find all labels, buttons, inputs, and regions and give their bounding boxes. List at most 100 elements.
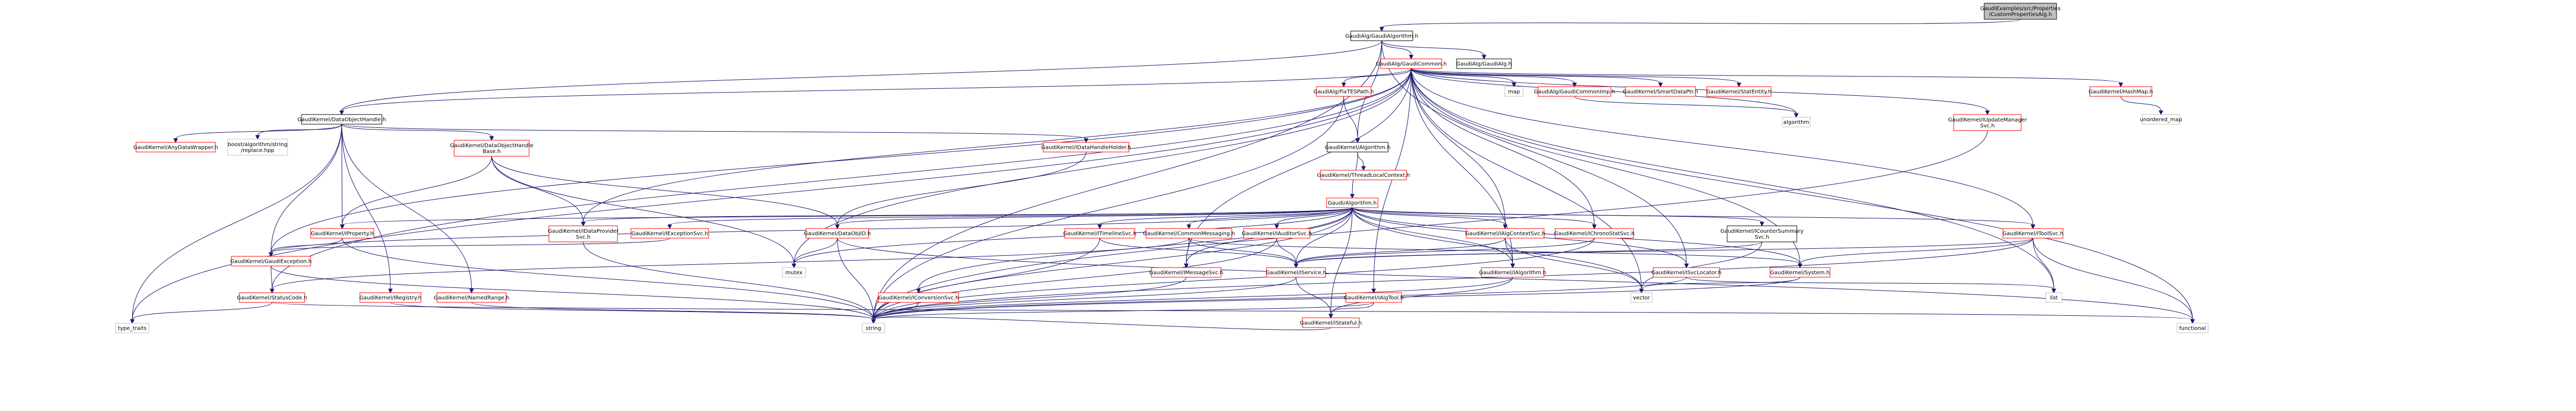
node-ialgcontextsvc[interactable]: GaudiKernel/IAlgContextSvc.h xyxy=(1465,228,1546,239)
node-box xyxy=(1481,267,1545,278)
edges-layer xyxy=(130,19,2195,330)
edge-line xyxy=(491,156,794,264)
node-label: map xyxy=(1508,89,1520,95)
node-label: GaudiKernel/CommonMessaging.h xyxy=(1143,231,1235,237)
node-iexceptionsvc[interactable]: GaudiKernel/IExceptionSvc.h xyxy=(630,228,709,239)
edge-gaudicommon-to-idataprovidersvc xyxy=(581,68,1412,227)
node-kernel_algorithm[interactable]: GaudiKernel/Algorithm.h xyxy=(1325,142,1391,153)
edge-line xyxy=(1505,238,1513,264)
edge-line xyxy=(873,238,1277,320)
edge-dataobjid-to-string xyxy=(837,238,876,324)
edge-line xyxy=(1295,238,1505,264)
edge-line xyxy=(342,238,874,320)
node-box xyxy=(1316,86,1372,97)
edge-commonmessaging-to-system xyxy=(1188,238,1803,269)
node-smartdataptr[interactable]: GaudiKernel/SmartDataPtr.h xyxy=(1623,86,1698,97)
node-gaudialg[interactable]: GaudiAlg/GaudiAlg.h xyxy=(1456,58,1512,69)
node-isvclocator[interactable]: GaudiKernel/ISvcLocator.h xyxy=(1652,267,1722,278)
node-gaudicommon[interactable]: GaudiAlg/GaudiCommon.h xyxy=(1376,58,1447,69)
node-box xyxy=(1769,267,1831,278)
node-gaudialgorithm[interactable]: GaudiAlg/GaudiAlgorithm.h xyxy=(1345,31,1419,41)
node-map: map xyxy=(1504,86,1524,97)
node-box xyxy=(1538,86,1611,97)
edge-arrowhead xyxy=(835,224,840,230)
nodes-layer: GaudiExamples/src/Properties/CustomPrope… xyxy=(115,3,2209,333)
node-iregistry[interactable]: GaudiKernel/IRegistry.h xyxy=(359,292,421,303)
node-box xyxy=(301,114,382,125)
edge-namedrange-to-string xyxy=(471,302,876,324)
node-threadlocalcontext[interactable]: GaudiKernel/ThreadLocalContext.h xyxy=(1317,170,1410,180)
edge-arrowhead xyxy=(1510,263,1515,269)
node-ialgtool[interactable]: GaudiKernel/IAlgTool.h xyxy=(1344,292,1404,303)
node-itimelinesvc[interactable]: GaudiKernel/ITimelineSvc.h xyxy=(1063,228,1136,239)
node-label: list xyxy=(2050,295,2058,301)
node-ialgorithm[interactable]: GaudiKernel/IAlgorithm.h xyxy=(1479,267,1547,278)
node-idataproviderholder[interactable]: GaudiKernel/IDataHandleHolder.h xyxy=(1041,142,1131,153)
node-label: GaudiKernel/ICounterSummary xyxy=(1720,229,1803,234)
node-statuscode[interactable]: GaudiKernel/StatusCode.h xyxy=(237,292,307,303)
node-istateful[interactable]: GaudiKernel/IStateful.h xyxy=(1300,317,1362,328)
node-itoolsvc[interactable]: GaudiKernel/IToolSvc.h xyxy=(2002,228,2063,239)
node-dataobjid[interactable]: GaudiKernel/DataObjID.h xyxy=(804,228,871,239)
node-namedrange[interactable]: GaudiKernel/NamedRange.h xyxy=(434,292,509,303)
edge-gaudialgorithm-to-string xyxy=(871,40,1382,324)
node-box xyxy=(2002,228,2063,239)
node-imessagesvc[interactable]: GaudiKernel/IMessageSvc.h xyxy=(1149,267,1223,278)
edge-arrowhead xyxy=(1355,138,1360,143)
node-label: GaudiKernel/IAuditorSvc.h xyxy=(1242,231,1312,237)
node-statentity[interactable]: GaudiKernel/StatEntity.h xyxy=(1706,86,1772,97)
edge-line xyxy=(1411,68,2033,225)
edge-line xyxy=(837,238,874,320)
node-label: GaudiKernel/StatusCode.h xyxy=(237,295,307,301)
node-system[interactable]: GaudiKernel/System.h xyxy=(1769,267,1831,278)
node-root[interactable]: GaudiExamples/src/Properties/CustomPrope… xyxy=(1980,3,2061,20)
node-iproperty[interactable]: GaudiKernel/IProperty.h xyxy=(310,228,374,239)
node-iservice[interactable]: GaudiKernel/IService.h xyxy=(1266,267,1327,278)
edge-line xyxy=(132,68,1412,320)
edge-line xyxy=(341,124,391,290)
edge-ialgorithm-to-string xyxy=(871,277,1513,324)
edge-arrowhead xyxy=(1592,224,1597,230)
node-hashmap[interactable]: GaudiKernel/HashMap.h xyxy=(2089,86,2153,97)
node-box xyxy=(1345,292,1402,303)
edge-arrowhead xyxy=(1736,82,1742,88)
node-dataobjecthandle[interactable]: GaudiKernel/DataObjectHandle.h xyxy=(297,114,386,125)
node-label: GaudiKernel/IRegistry.h xyxy=(359,295,421,301)
node-iconversionsvc[interactable]: GaudiKernel/IConversionSvc.h xyxy=(878,292,959,303)
edge-arrowhead xyxy=(792,263,796,269)
edge-line xyxy=(1411,68,1988,111)
edge-line xyxy=(270,68,1412,253)
node-label: GaudiKernel/SmartDataPtr.h xyxy=(1623,89,1698,95)
edge-istateful-to-string xyxy=(871,317,1331,330)
edge-gaudicommon-to-type_traits xyxy=(130,68,1412,324)
edge-arrowhead xyxy=(1361,166,1366,171)
node-label: GaudiKernel/System.h xyxy=(1771,270,1830,276)
edge-gaudicommon-to-smartdataptr xyxy=(1411,68,1663,88)
node-fixtespath[interactable]: GaudiAlg/FixTESPath.h xyxy=(1314,86,1374,97)
edge-line xyxy=(1381,19,2021,28)
node-label: GaudiKernel/StatEntity.h xyxy=(1706,89,1772,95)
edge-line xyxy=(873,238,1595,320)
edge-statuscode-to-type_traits xyxy=(130,302,273,324)
edge-line xyxy=(1188,238,1297,264)
edge-arrowhead xyxy=(1794,113,1799,118)
node-commonmessaging[interactable]: GaudiKernel/CommonMessaging.h xyxy=(1143,228,1235,239)
edge-line xyxy=(175,124,342,139)
node-box xyxy=(782,267,806,278)
node-gaudicommonimp[interactable]: GaudiAlg/GaudiCommonImp.h xyxy=(1534,86,1615,97)
node-gaudi_algorithm[interactable]: Gaudi/Algorithm.h xyxy=(1326,197,1379,208)
node-anydatawrapper[interactable]: GaudiKernel/AnyDataWrapper.h xyxy=(133,142,218,153)
node-ichronostatsvc[interactable]: GaudiKernel/IChronoStatSvc.h xyxy=(1554,228,1635,239)
node-box xyxy=(1151,267,1222,278)
node-gaudiexception[interactable]: GaudiKernel/GaudiException.h xyxy=(230,256,312,267)
node-label: GaudiAlg/FixTESPath.h xyxy=(1314,89,1374,95)
node-box xyxy=(2142,114,2180,125)
node-iauditorsvc[interactable]: GaudiKernel/IAuditorSvc.h xyxy=(1242,228,1312,239)
node-label: type_traits xyxy=(118,326,146,332)
edge-line xyxy=(272,302,2193,320)
